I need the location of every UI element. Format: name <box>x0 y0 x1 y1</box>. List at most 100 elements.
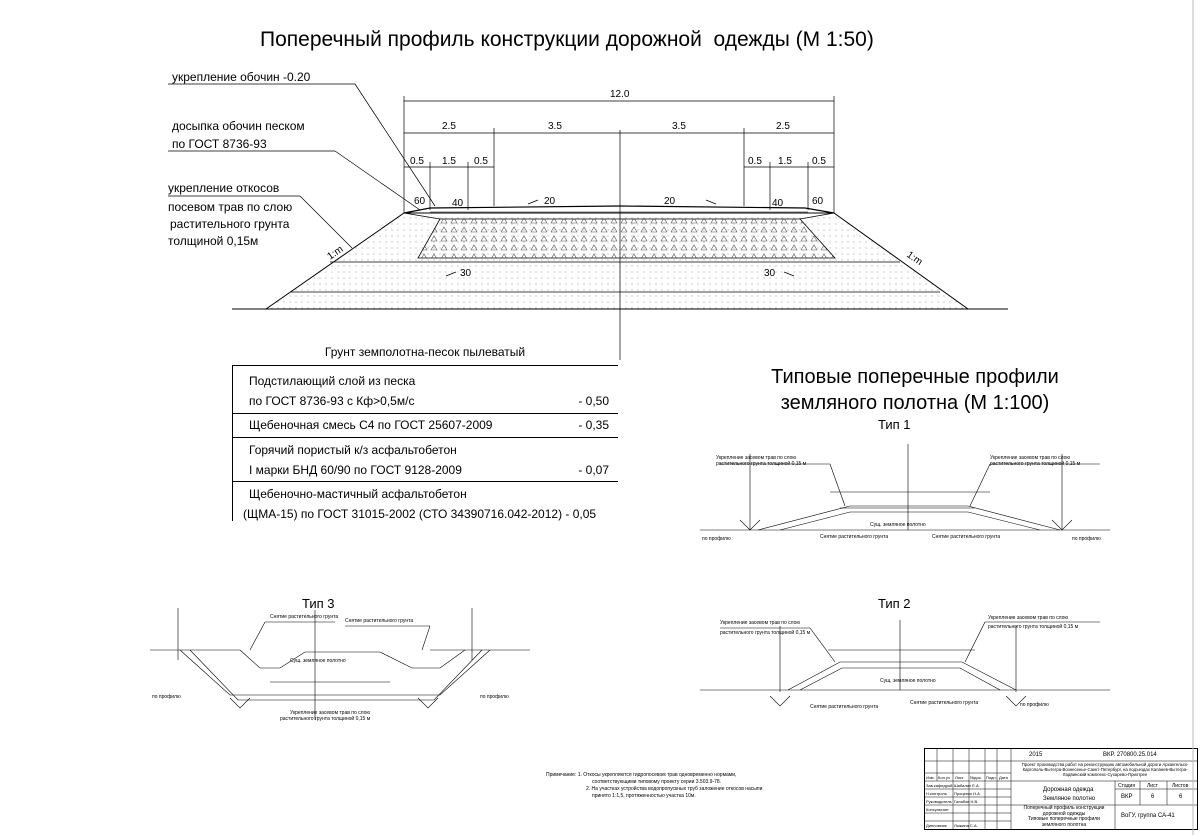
thick-left-60: 60 <box>414 196 426 207</box>
notes: Примечание: 1. Откосы укрепляются гидроп… <box>546 772 876 800</box>
drawing-line: Поперечный профиль конструкции <box>1023 805 1105 811</box>
stage-value: ВКР <box>1121 794 1133 800</box>
title-block-grid <box>925 749 1197 829</box>
dim-right-b: 1.5 <box>778 156 792 167</box>
type-1-profile: Укрепление засевом трав по слою растител… <box>700 444 1110 542</box>
t3-seed-1: Укрепление засевом трав по слою <box>290 710 370 716</box>
drawing-line: Типовые поперечные профили <box>1028 816 1100 822</box>
row-text: (ЩМА-15) по ГОСТ 31015-2002 (СТО 3439071… <box>243 507 597 521</box>
label-slope-2: посевом трав по слою <box>168 200 293 214</box>
dim-total: 12.0 <box>610 89 630 100</box>
t1-profile-l: по профилю <box>702 536 731 542</box>
t3-topsoil-r: Снятие растительного грунта <box>345 618 413 624</box>
t2-seed-1: Укрепление засевом трав по слою <box>720 620 800 626</box>
person-role: Консультант <box>926 807 949 812</box>
t2-seed-1-r: Укрепление засевом трав по слою <box>988 615 1068 621</box>
road-cross-section: 12.0 2.5 3.5 3.5 2.5 0.5 1.5 0.5 0.5 1.5… <box>168 83 1008 360</box>
t3-sush: Сущ. земляное полотно <box>290 658 346 664</box>
label-slope-3: растительного грунта <box>170 217 290 231</box>
person-role: Зав.кафедрой <box>926 783 953 788</box>
type-1-label: Тип 1 <box>878 417 911 432</box>
row-value: - 0,35 <box>578 418 609 432</box>
type-2-profile: Укрепление засевом трав по слою растител… <box>700 615 1110 710</box>
drawing-line: земляного полотна <box>1041 821 1087 828</box>
table-row: Подстилающий слой из песка по ГОСТ 8736-… <box>249 371 609 411</box>
thick-right-40: 40 <box>772 198 784 209</box>
role-doc: №док. <box>970 775 982 780</box>
thick-right-60: 60 <box>812 196 824 207</box>
role-list: Лист <box>955 775 964 780</box>
t1-seed-2: растительного грунта толщиной 0,15 м <box>716 460 807 467</box>
typical-title-line-1: Типовые поперечные профили <box>771 366 1059 388</box>
note-line: принято 1:1,5, протяженностью участка 10… <box>592 793 696 799</box>
row-text: Щебеночная смесь С4 по ГОСТ 25607-2009 <box>249 418 493 432</box>
table-row: Щебеночная смесь С4 по ГОСТ 25607-2009 -… <box>249 415 609 435</box>
slope-label-1: 20 <box>544 196 556 207</box>
t3-profile-l: по профилю <box>152 694 181 700</box>
frame-edge <box>1192 0 1194 835</box>
typical-title-line-2: земляного полотна (М 1:100) <box>780 392 1050 414</box>
t3-seed-2: растительного грунта толщиной 0,15 м <box>280 715 371 722</box>
person-name: Шабалин Е.А. <box>954 783 980 788</box>
t2-seed-2: растительного грунта толщиной 0,15 м <box>720 629 811 636</box>
org-name: ВоГУ, группа СА-41 <box>1121 813 1175 819</box>
t1-profile-r: по профилю <box>1072 536 1101 542</box>
thick-left-40: 40 <box>452 198 464 209</box>
label-shoulder-fill-1: досыпка обочин песком <box>172 119 305 133</box>
note-line: соответствующими типовому проекту серии … <box>592 779 722 785</box>
stamp-code: ВКР. 270800.25.014 <box>1103 752 1157 758</box>
table-divider <box>232 437 618 438</box>
typical-profiles-title: Типовые поперечные профили земляного пол… <box>720 364 1110 416</box>
type-2-label: Тип 2 <box>878 596 911 611</box>
row-text: Щебеночно-мастичный асфальтобетон <box>249 487 467 501</box>
row-text: Подстилающий слой из песка <box>249 374 416 388</box>
label-shoulder-strengthening: укрепление обочин -0.20 <box>172 70 311 84</box>
person-role: Дипломник <box>926 823 947 828</box>
dim-left-b: 1.5 <box>442 156 456 167</box>
t2-topsoil-r: Снятие растительного грунта <box>910 700 978 706</box>
t1-seed-1: Укрепление засевом трав по слою <box>716 455 796 461</box>
label-shoulder-fill-2: по ГОСТ 8736-93 <box>172 137 267 151</box>
table-row: Горячий пористый к/з асфальтобетон I мар… <box>249 440 609 480</box>
table-border-left <box>232 365 233 521</box>
person-name: Лыжина С.А. <box>954 823 978 828</box>
row-text: по ГОСТ 8736-93 с Кф>0,5м/с <box>249 394 415 408</box>
person-role: Н.контроль <box>926 791 947 796</box>
t3-topsoil-l: Снятие растительного грунта <box>270 614 338 620</box>
slope-label-4: 30 <box>764 268 776 279</box>
sheets-header: Листов <box>1172 783 1189 789</box>
role-izm: Изм. <box>926 775 935 780</box>
stamp-project: Проект производства работ на реконструкц… <box>1021 762 1189 777</box>
role-kol: Кол.уч <box>938 775 950 780</box>
title-block: 2015 ВКР. 270800.25.014 Проект производс… <box>924 748 1198 830</box>
dim-left-c: 0.5 <box>474 156 488 167</box>
t1-topsoil-l: Снятие растительного грунта <box>820 534 888 540</box>
slope-label-3: 30 <box>460 268 472 279</box>
table-divider <box>232 481 618 482</box>
dim-top-3: 3.5 <box>672 121 686 132</box>
dim-left-a: 0.5 <box>410 156 424 167</box>
stamp-year: 2015 <box>1029 752 1043 758</box>
role-podp: Подп. <box>986 775 997 780</box>
sheet-value: 6 <box>1151 794 1155 800</box>
role-date: Дата <box>999 775 1008 780</box>
t2-profile-r: по профилю <box>1020 702 1049 708</box>
row-text: Горячий пористый к/з асфальтобетон <box>249 443 457 457</box>
note-line: 2. На участках устройства водопропускных… <box>586 786 763 792</box>
label-slope-4: толщиной 0,15м <box>168 234 259 248</box>
dim-right-a: 0.5 <box>748 156 762 167</box>
drawing-title: Поперечный профиль конструкции дорожной … <box>1013 805 1115 828</box>
dim-right-c: 0.5 <box>812 156 826 167</box>
t1-sush: Сущ. земляное полотно <box>870 522 926 528</box>
table-divider <box>232 413 618 414</box>
dim-top-2: 3.5 <box>548 121 562 132</box>
sheet-title-2: Земляное полотно <box>1043 796 1096 802</box>
row-value: - 0,50 <box>578 394 609 408</box>
layers-table-caption: Грунт земполотна-песок пылеватый <box>324 345 526 359</box>
layers-table: Грунт земполотна-песок пылеватый Подстил… <box>232 343 618 521</box>
sheet-header: Лист <box>1147 783 1158 789</box>
dim-top-4: 2.5 <box>776 121 790 132</box>
sheet-title-1: Дорожная одежда <box>1043 787 1094 793</box>
t2-topsoil-l: Снятие растительного грунта <box>810 704 878 710</box>
type-3-profile: Снятие растительного грунта Снятие расти… <box>150 608 530 722</box>
